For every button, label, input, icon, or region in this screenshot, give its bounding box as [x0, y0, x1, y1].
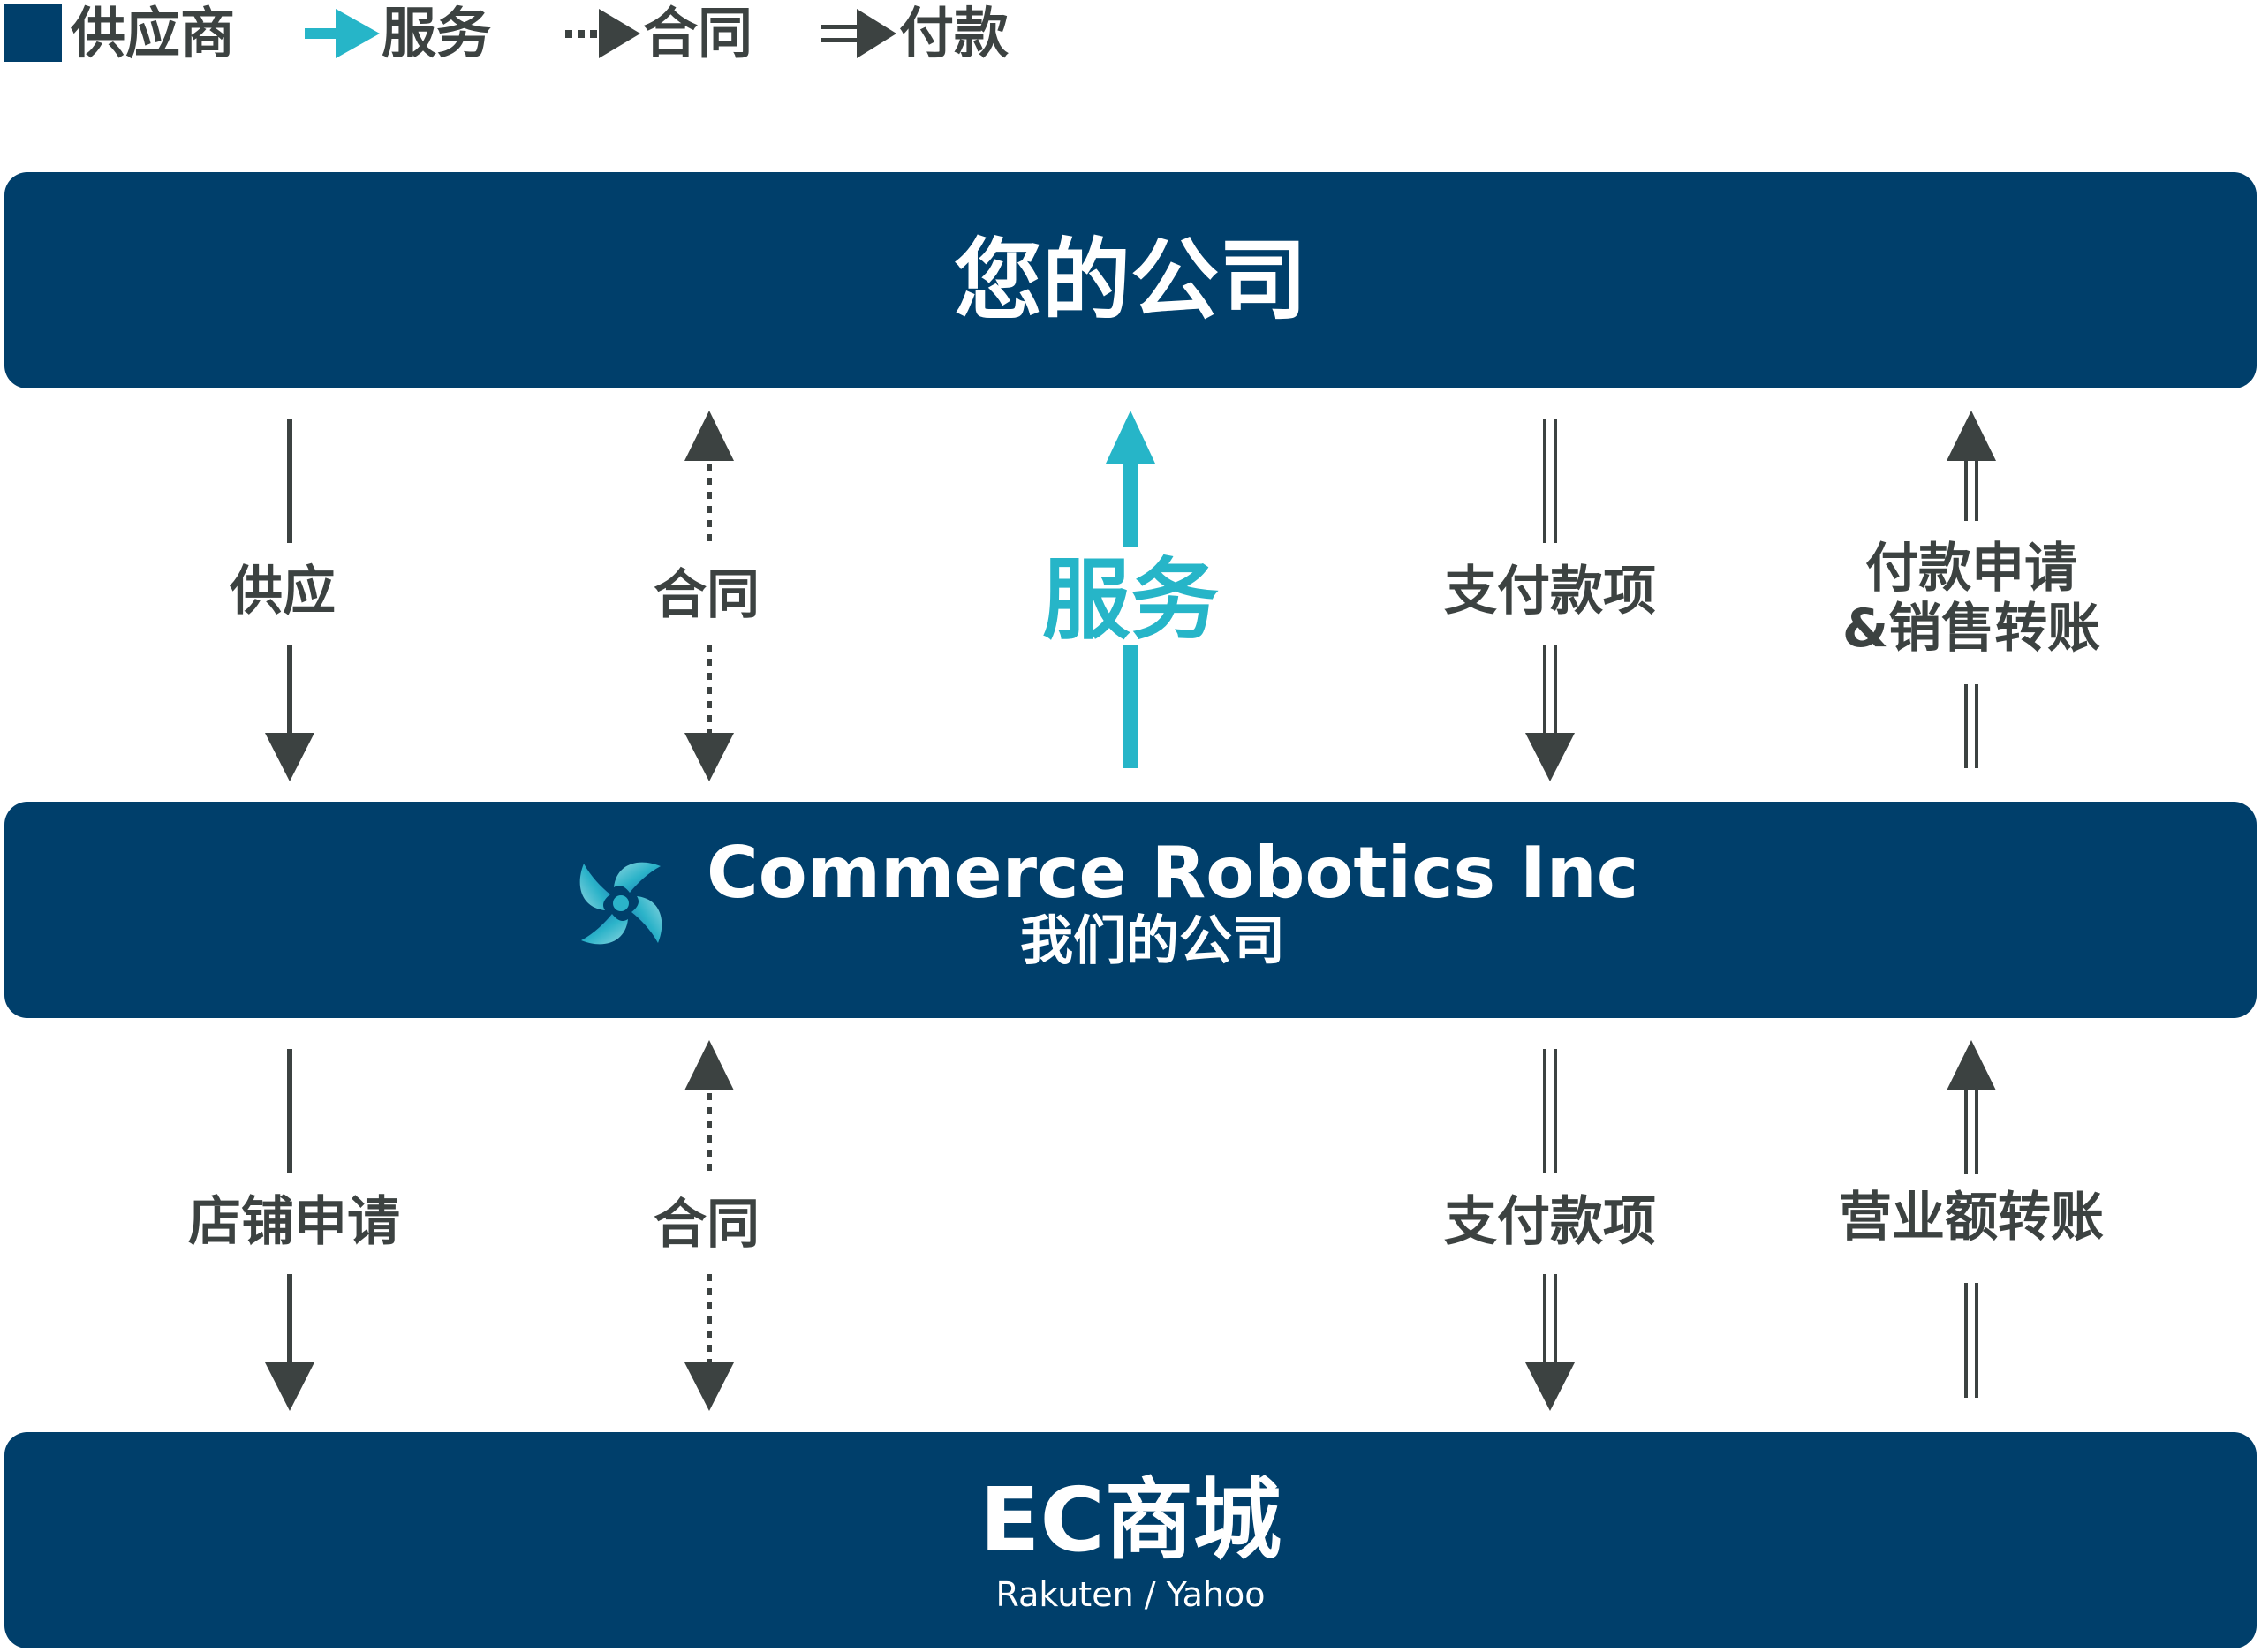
payment-request-up-arrow-icon [1947, 411, 1996, 768]
your-company-box: 您的公司 [4, 172, 2257, 388]
contract-label: 合同 [654, 564, 760, 626]
legend-contract-label: 合同 [643, 1, 753, 65]
legend-payment-arrow-icon [821, 9, 896, 58]
our-company-box: Commerce Robotics Inc 我们的公司 [4, 802, 2257, 1018]
contract-bidirectional-arrow-icon [684, 411, 734, 781]
payment-down-arrow-icon [1525, 419, 1575, 781]
payment-down-arrow-icon-2 [1525, 1049, 1575, 1411]
payment-label-2: 支付款项 [1444, 1191, 1656, 1253]
payment-request-label-line1: 付款申请 [1865, 538, 2077, 600]
legend-payment-label: 付款 [899, 1, 1010, 65]
legend-contract-arrow-icon [565, 9, 640, 58]
turnover-transfer-label: 营业额转账 [1839, 1187, 2104, 1248]
ec-mall-subtitle: Rakuten / Yahoo [995, 1575, 1266, 1614]
legend-supplier-label: 供应商 [71, 1, 236, 65]
turnover-transfer-up-arrow-icon [1947, 1040, 1996, 1398]
payment-request-label-line2: &销售转账 [1841, 598, 2101, 660]
legend-service-label: 服务 [382, 1, 492, 65]
commerce-robotics-logo-icon [579, 862, 662, 945]
your-company-title: 您的公司 [954, 229, 1307, 332]
contract-bidirectional-arrow-icon-2 [684, 1040, 734, 1411]
legend-service-arrow-icon [305, 9, 380, 58]
contract-label-2: 合同 [654, 1194, 760, 1256]
service-up-arrow-icon [1106, 411, 1155, 768]
supply-down-arrow-icon [265, 419, 314, 781]
store-request-label: 店铺申请 [188, 1191, 400, 1253]
payment-label: 支付款项 [1444, 561, 1656, 622]
our-company-title: Commerce Robotics Inc [707, 832, 1639, 914]
supply-label: 供应 [230, 561, 336, 622]
ec-mall-box: EC商城 Rakuten / Yahoo [4, 1432, 2257, 1648]
ec-mall-title: EC商城 [979, 1468, 1282, 1572]
store-request-down-arrow-icon [265, 1049, 314, 1411]
our-company-subtitle: 我们的公司 [1020, 910, 1285, 972]
service-label: 服务 [1042, 548, 1219, 652]
legend-supplier-swatch [4, 4, 62, 62]
